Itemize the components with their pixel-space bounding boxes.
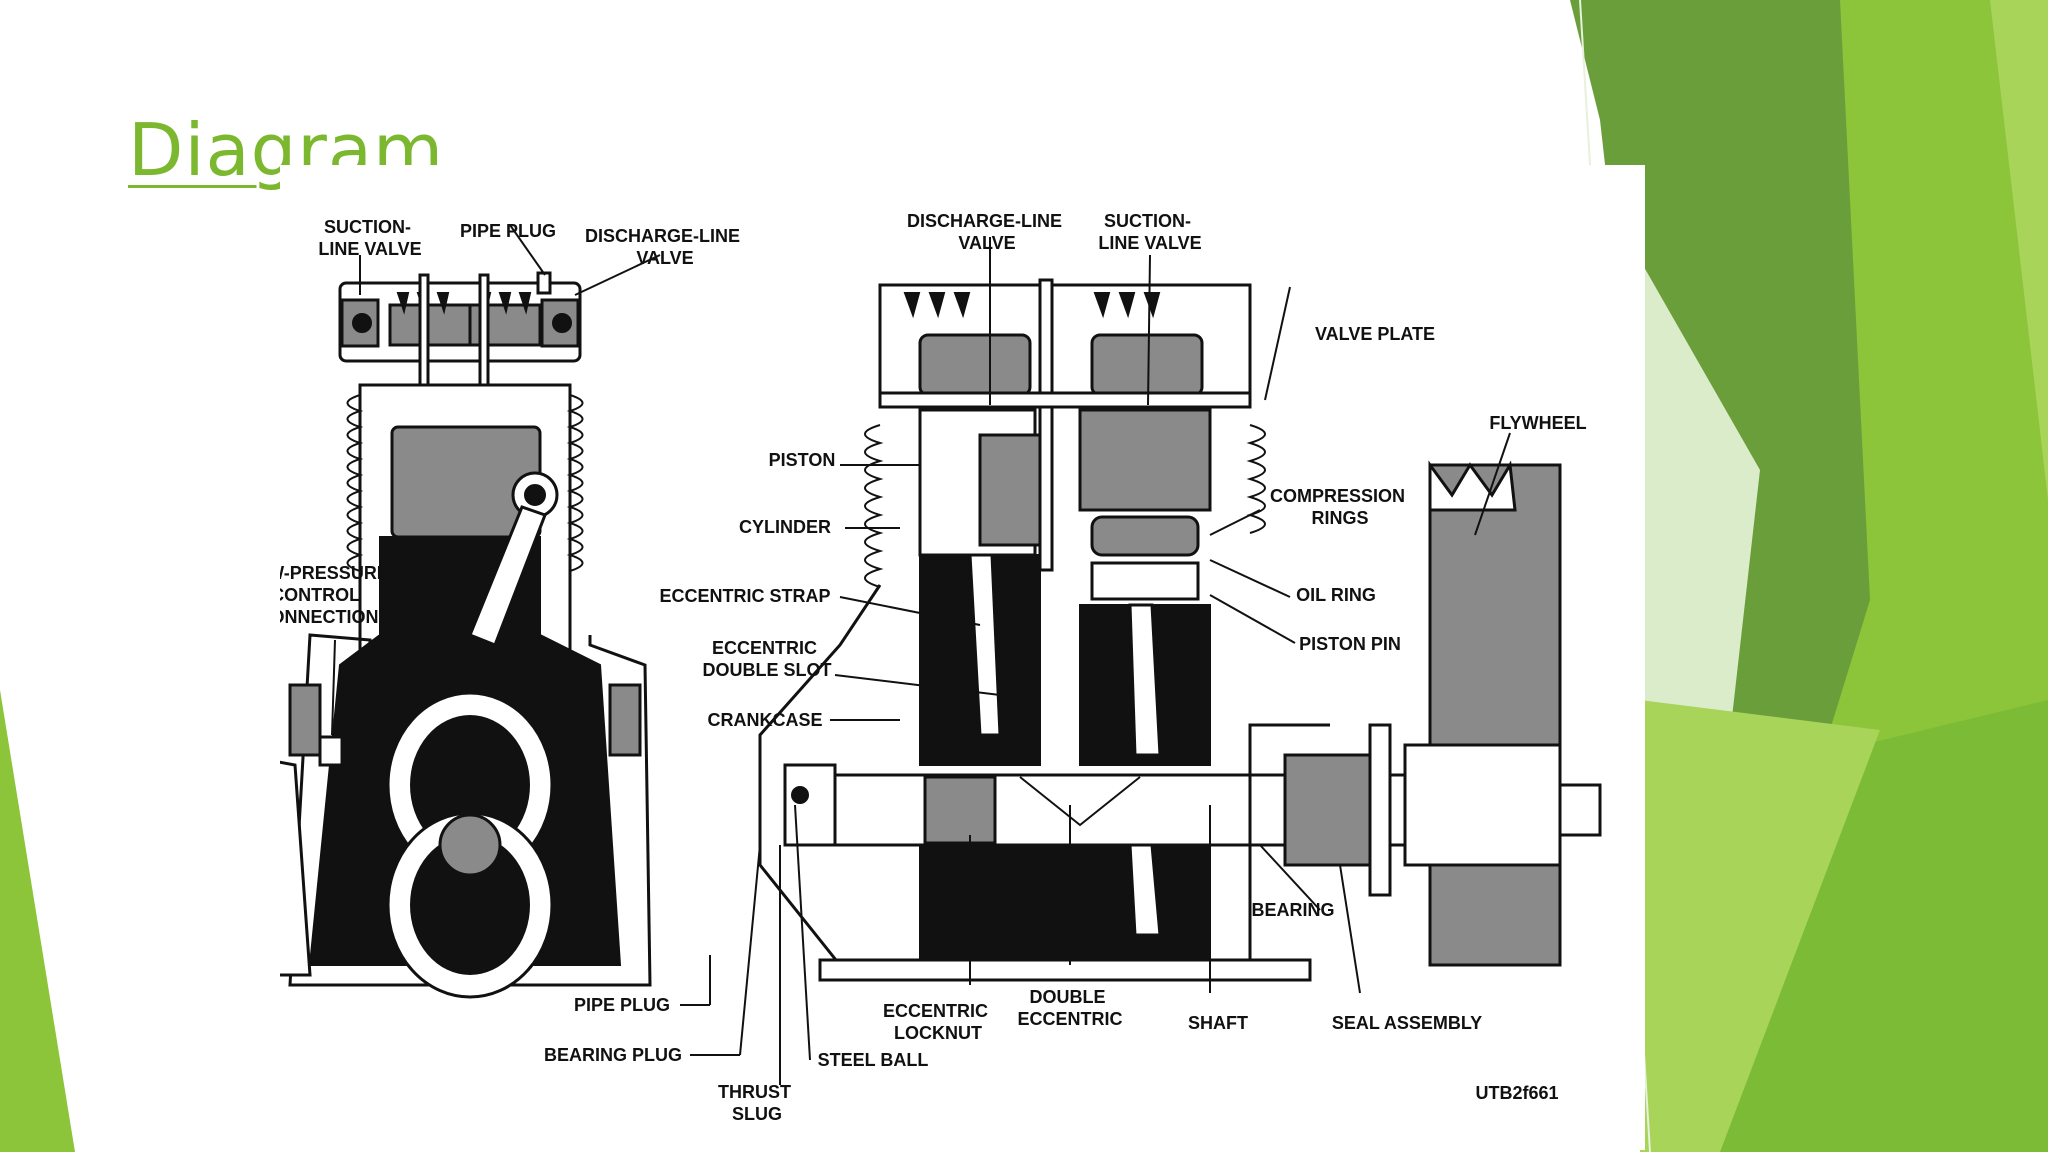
label-discharge-line-valve-left: DISCHARGE-LINE VALVE	[585, 226, 745, 268]
leader-lines	[331, 224, 1511, 1085]
label-bearing-plug: BEARING PLUG	[544, 1045, 682, 1065]
label-piston-pin: PISTON PIN	[1299, 634, 1401, 654]
figure-code: UTB2f661	[1475, 1083, 1558, 1103]
label-eccentric-locknut: ECCENTRIC LOCKNUT	[883, 1001, 993, 1043]
label-compression-rings: COMPRESSION RINGS	[1270, 486, 1410, 528]
end-section-view	[280, 271, 652, 999]
label-crankcase: CRANKCASE	[707, 710, 822, 730]
label-thrust-slug: THRUST SLUG	[718, 1082, 796, 1124]
label-suction-line-valve-left: SUCTION- LINE VALVE	[318, 217, 421, 259]
label-piston: PISTON	[769, 450, 836, 470]
label-double-eccentric: DOUBLE ECCENTRIC	[1017, 987, 1122, 1029]
compressor-cutaway-diagram: SUCTION- LINE VALVE PIPE PLUG DISCHARGE-…	[280, 165, 1645, 1150]
label-oil-ring: OIL RING	[1296, 585, 1376, 605]
label-cylinder: CYLINDER	[739, 517, 831, 537]
label-low-pressure-control-connection: LOW-PRESSURE CONTROL CONNECTION	[280, 563, 394, 627]
label-pipe-plug-bottom: PIPE PLUG	[574, 995, 670, 1015]
label-suction-line-valve-right: SUCTION- LINE VALVE	[1098, 211, 1201, 253]
label-steel-ball: STEEL BALL	[818, 1050, 929, 1070]
callout-labels: SUCTION- LINE VALVE PIPE PLUG DISCHARGE-…	[280, 211, 1587, 1124]
label-valve-plate: VALVE PLATE	[1315, 324, 1435, 344]
label-flywheel: FLYWHEEL	[1489, 413, 1586, 433]
label-discharge-line-valve-right: DISCHARGE-LINE VALVE	[907, 211, 1067, 253]
label-seal-assembly: SEAL ASSEMBLY	[1332, 1013, 1482, 1033]
label-shaft: SHAFT	[1188, 1013, 1248, 1033]
label-eccentric-strap: ECCENTRIC STRAP	[659, 586, 830, 606]
label-pipe-plug-top: PIPE PLUG	[460, 221, 556, 241]
label-bearing: BEARING	[1251, 900, 1334, 920]
label-eccentric-double-slot: ECCENTRIC DOUBLE SLOT	[703, 638, 832, 680]
